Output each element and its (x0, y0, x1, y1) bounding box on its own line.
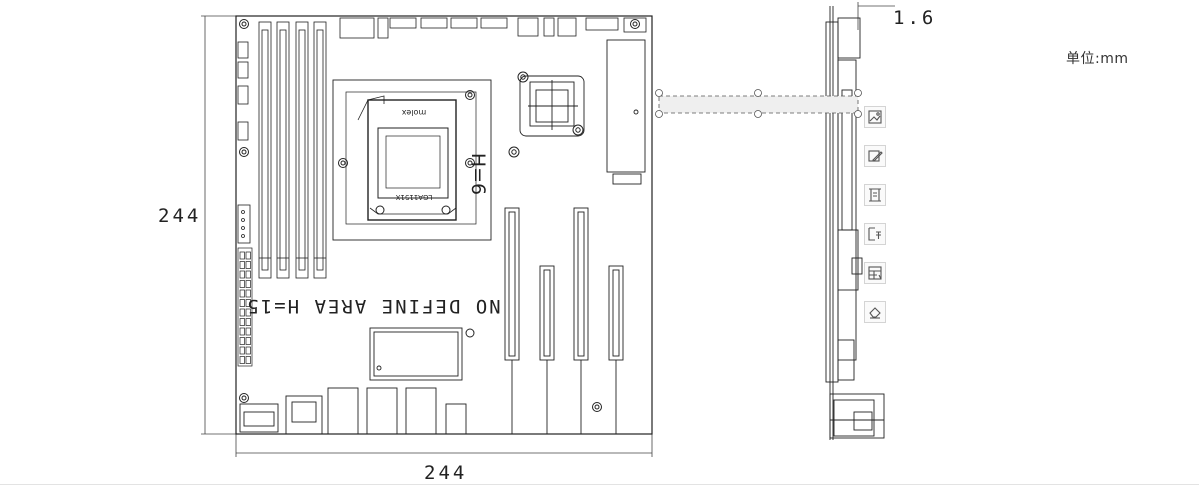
atx-pin (239, 261, 245, 269)
atx-pin (239, 251, 245, 260)
selected-dimension-shape[interactable] (655, 89, 862, 118)
thickness-dimension-label: 1.6 (893, 7, 936, 29)
text-extract-tool[interactable] (864, 223, 886, 245)
mounting-holes (239, 19, 640, 412)
pcie-slots (504, 207, 624, 434)
dimm-slots (258, 21, 327, 279)
atx-pin (245, 308, 251, 317)
atx-pin (245, 318, 251, 326)
atx-pin (245, 299, 251, 307)
image-insert-tool[interactable] (864, 106, 886, 128)
atx-pin (239, 337, 245, 345)
atx-pin (245, 270, 251, 279)
image-icon (868, 110, 882, 124)
socket-height-text: H=6 (467, 153, 489, 195)
height-dimension-label: 244 (158, 205, 201, 227)
atx-pin (245, 356, 251, 364)
no-define-area-text: NO DEFINE AREA H=15 (245, 295, 500, 317)
side-view (825, 6, 885, 440)
atx-pin (239, 299, 245, 307)
cpu-socket (332, 79, 492, 241)
socket-model-text: LGA1151X (395, 193, 432, 201)
atx-pin (245, 337, 251, 345)
top-headers (339, 17, 647, 39)
m2-slot (606, 39, 646, 185)
atx-pin (245, 346, 251, 355)
atx-pin (239, 346, 245, 355)
atx-power-connector (237, 247, 253, 367)
atx-pin (245, 251, 251, 260)
table-icon (868, 266, 882, 280)
crop-frame-tool[interactable] (864, 184, 886, 206)
atx-pin (245, 261, 251, 269)
image-edit-tool[interactable] (864, 145, 886, 167)
atx-pin (239, 327, 245, 336)
rear-io-connectors (239, 387, 467, 435)
fan-headers (237, 41, 251, 244)
atx-pin (239, 308, 245, 317)
atx-pin (245, 289, 251, 298)
table-insert-tool[interactable] (864, 262, 886, 284)
atx-pin (239, 289, 245, 298)
atx-pin (239, 318, 245, 326)
atx-pin (239, 270, 245, 279)
chipset (519, 75, 585, 137)
eraser-icon (869, 307, 881, 319)
minipcie-card (369, 327, 463, 381)
board-outline (235, 15, 653, 435)
dimension-lines (201, 2, 895, 457)
atx-pin (245, 327, 251, 336)
width-dimension-label: 244 (424, 462, 467, 484)
atx-pin (239, 280, 245, 288)
unit-label: 单位:mm (1066, 51, 1129, 67)
atx-pin (239, 356, 245, 364)
text-extract-icon (868, 227, 881, 241)
pencil-image-icon (868, 150, 883, 162)
eraser-tool[interactable] (864, 301, 886, 323)
atx-pin (245, 280, 251, 288)
frame-icon (869, 188, 881, 202)
bottom-divider (0, 484, 1199, 485)
socket-brand-text: molex (402, 108, 427, 117)
